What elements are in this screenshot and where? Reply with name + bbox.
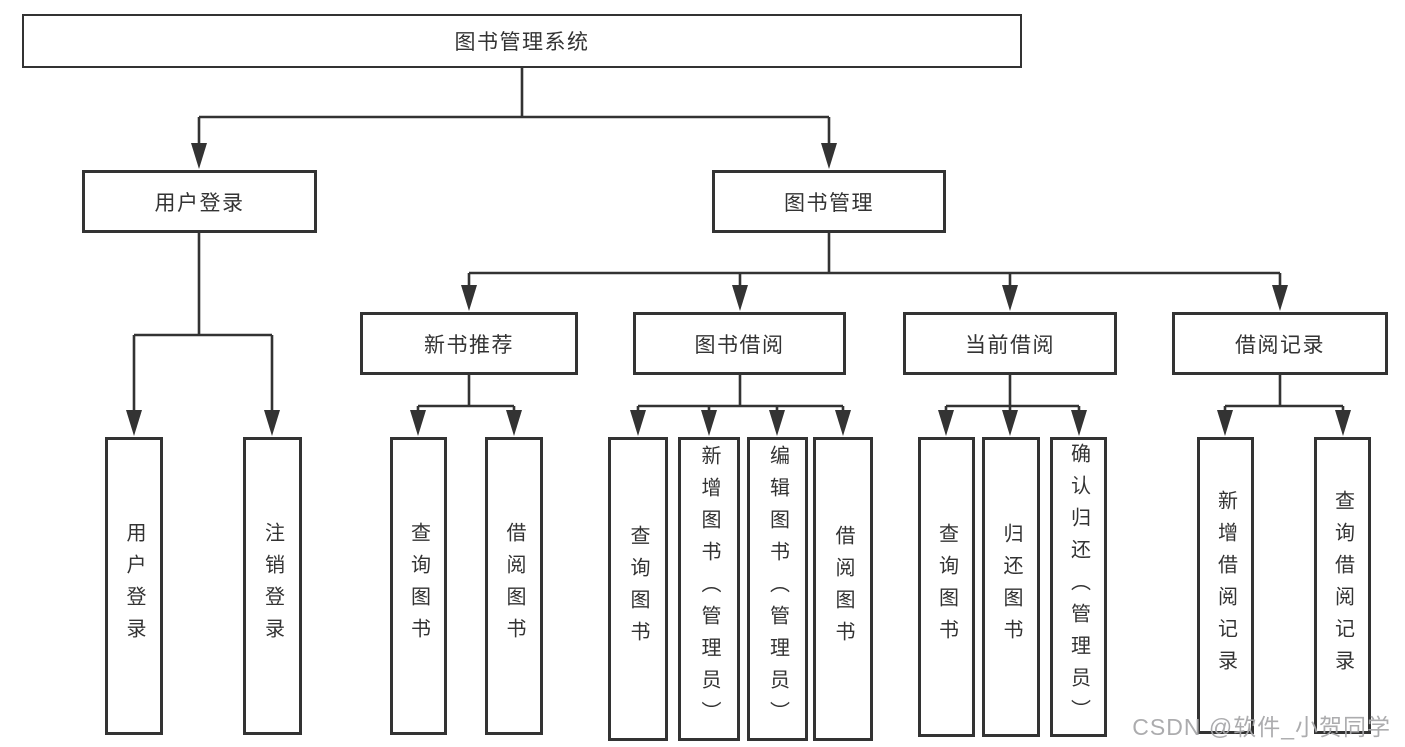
- node-label: 新增借阅记录: [1214, 489, 1237, 682]
- node-label: 查询图书: [627, 525, 649, 653]
- arrowhead-book-management: [821, 143, 837, 169]
- node-library-management-system: 图书管理系统: [22, 14, 1022, 68]
- node-label: 借阅图书: [832, 525, 854, 653]
- node-label: 确认归还（管理员）: [1067, 443, 1090, 731]
- leaf-borrowing-add-books-admin: 新增图书（管理员）: [678, 437, 740, 741]
- node-label: 编辑图书（管理员）: [766, 445, 789, 733]
- node-label: 当前借阅: [965, 333, 1055, 357]
- arrowhead-borrowing-edit: [769, 410, 785, 436]
- leaf-newbook-borrow-books: 借阅图书: [485, 437, 543, 735]
- arrowhead-new-book: [461, 285, 477, 311]
- arrowhead-borrowing-query: [630, 410, 646, 436]
- node-new-book-recommendation: 新书推荐: [360, 312, 578, 375]
- node-label: 图书管理: [784, 191, 874, 215]
- leaf-current-return-books: 归还图书: [982, 437, 1040, 737]
- leaf-records-query-record: 查询借阅记录: [1314, 437, 1371, 734]
- arrowhead-current-borrowing: [1002, 285, 1018, 311]
- node-label: 新书推荐: [424, 333, 514, 357]
- arrowhead-book-borrowing: [732, 285, 748, 311]
- connector-login-branch: [132, 233, 274, 413]
- arrowhead-leaf-user-login: [126, 410, 142, 436]
- leaf-records-add-record: 新增借阅记录: [1197, 437, 1254, 734]
- arrowhead-user-login: [191, 143, 207, 169]
- leaf-current-query-books: 查询图书: [918, 437, 975, 737]
- node-label: 借阅记录: [1235, 333, 1325, 357]
- leaf-current-confirm-return-admin: 确认归还（管理员）: [1050, 437, 1107, 737]
- node-label: 查询借阅记录: [1331, 489, 1354, 682]
- node-user-login: 用户登录: [82, 170, 317, 233]
- arrowhead-leaf-logout: [264, 410, 280, 436]
- node-label: 图书借阅: [694, 333, 785, 357]
- leaf-borrowing-borrow-books: 借阅图书: [813, 437, 873, 741]
- node-label: 借阅图书: [503, 522, 525, 650]
- node-label: 查询图书: [935, 523, 958, 651]
- arrowhead-newbook-borrow: [506, 410, 522, 436]
- connector-current-branch: [944, 375, 1081, 413]
- csdn-watermark: CSDN @软件_小贺同学: [1132, 714, 1391, 740]
- arrowhead-records-query: [1335, 410, 1351, 436]
- connector-borrowing-branch: [636, 375, 845, 413]
- node-label: 用户登录: [154, 191, 245, 215]
- leaf-borrowing-query-books: 查询图书: [608, 437, 668, 741]
- node-label: 注销登录: [261, 522, 284, 650]
- connector-records-branch: [1223, 375, 1345, 413]
- arrowhead-borrowing-records: [1272, 285, 1288, 311]
- leaf-newbook-query-books: 查询图书: [390, 437, 447, 735]
- arrowhead-current-confirm: [1071, 410, 1087, 436]
- connector-newbook-branch: [416, 375, 516, 413]
- node-label: 图书管理系统: [454, 31, 590, 54]
- arrowhead-records-add: [1217, 410, 1233, 436]
- node-label: 查询图书: [407, 522, 430, 650]
- leaf-borrowing-edit-books-admin: 编辑图书（管理员）: [747, 437, 808, 741]
- arrowhead-current-return: [1002, 410, 1018, 436]
- connector-root-branch: [197, 68, 831, 146]
- node-current-borrowing: 当前借阅: [903, 312, 1117, 375]
- arrowhead-newbook-query: [410, 410, 426, 436]
- leaf-logout: 注销登录: [243, 437, 302, 735]
- arrowhead-borrowing-borrow: [835, 410, 851, 436]
- arrowhead-current-query: [938, 410, 954, 436]
- node-book-management: 图书管理: [712, 170, 946, 233]
- node-label: 归还图书: [1000, 523, 1022, 651]
- arrowhead-borrowing-add: [701, 410, 717, 436]
- connector-management-branch: [467, 233, 1282, 288]
- leaf-user-login: 用户登录: [105, 437, 163, 735]
- node-label: 用户登录: [123, 522, 145, 650]
- node-label: 新增图书（管理员）: [698, 445, 720, 733]
- node-borrowing-records: 借阅记录: [1172, 312, 1388, 375]
- node-book-borrowing: 图书借阅: [633, 312, 846, 375]
